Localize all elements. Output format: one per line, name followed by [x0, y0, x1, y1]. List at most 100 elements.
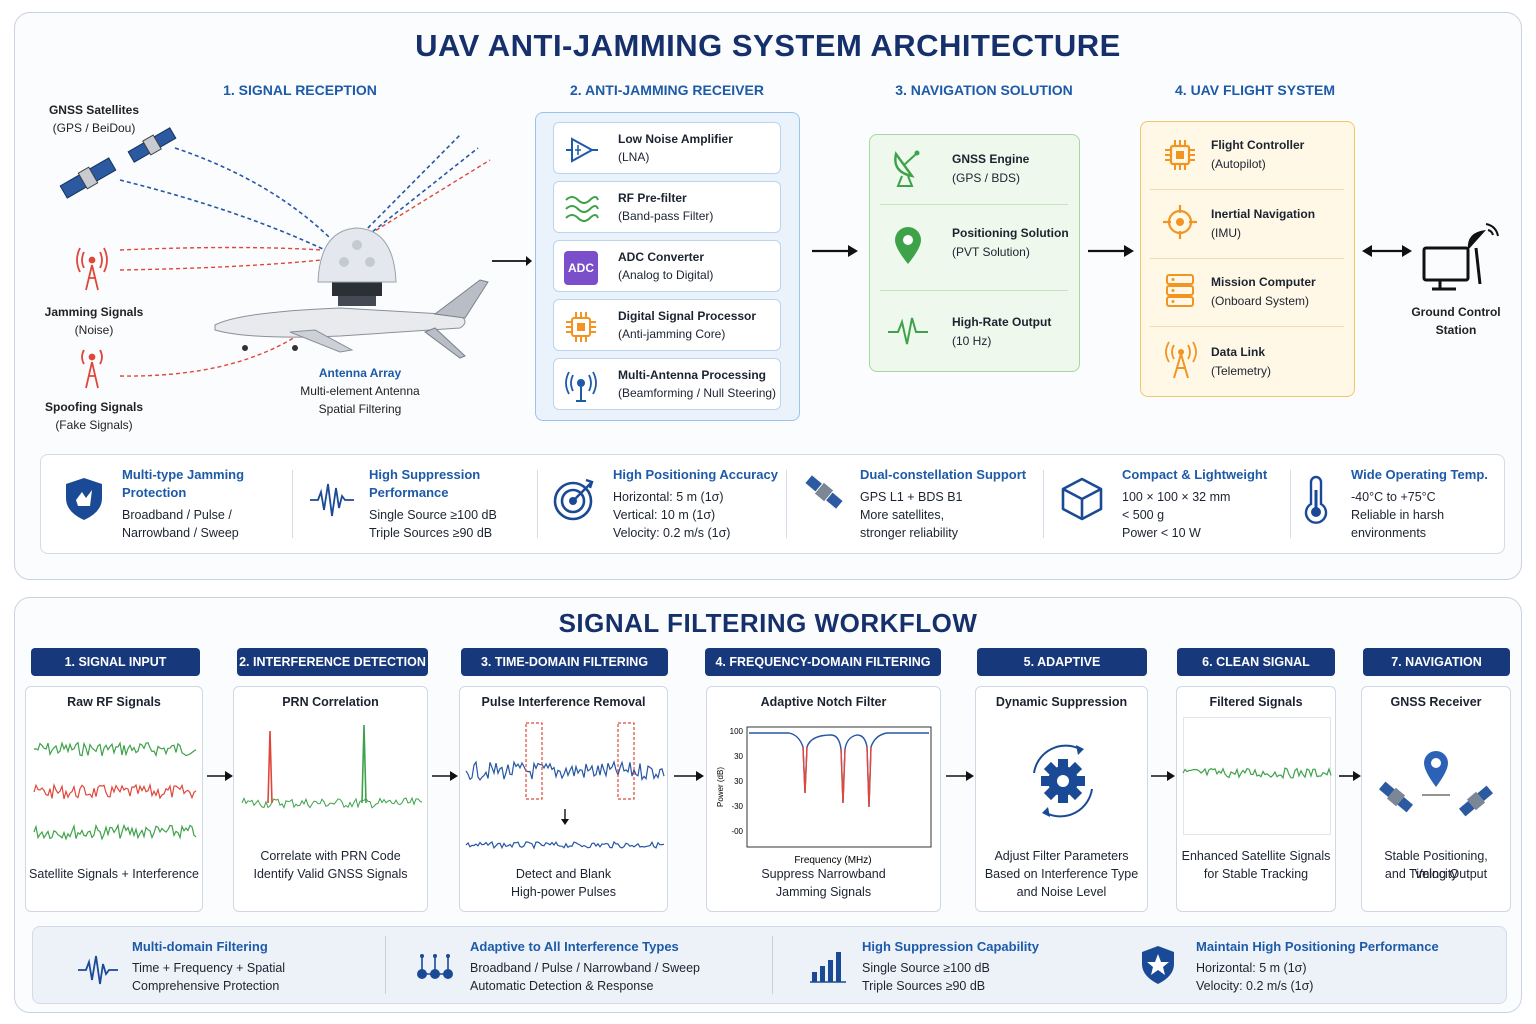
reception-illustration [59, 127, 491, 389]
antenna-icon [565, 371, 597, 402]
target-icon [553, 478, 594, 521]
signal-trace-green [33, 740, 197, 758]
divider [537, 470, 538, 538]
uav-drone-icon [214, 279, 489, 359]
signal-trace-blue [465, 760, 665, 782]
notch-response-curve [749, 732, 929, 808]
spoofing-signals-label: Spoofing Signals(Fake Signals) [45, 400, 143, 432]
arrow-icon [674, 771, 704, 781]
notch-filter-chart: 100 30 30 -30 -00 Power (dB) Frequency (… [716, 726, 932, 866]
ground-station-icon [1422, 223, 1499, 291]
workflow-card-gnss-receiver: GNSS Receiver Stable Positioning, Veloci… [1361, 686, 1511, 912]
x-axis-label: Frequency (MHz) [794, 855, 871, 866]
satellite-icon [127, 127, 177, 163]
server-icon [1166, 274, 1194, 307]
jamming-tower-icon [76, 247, 108, 291]
bar-chart-icon [810, 952, 846, 983]
cube-icon [1061, 477, 1103, 521]
jamming-signals-label: Jamming Signals(Noise) [44, 305, 144, 337]
arrow-icon [1151, 771, 1175, 781]
cpu-icon [1165, 140, 1195, 170]
filter-icon [565, 196, 599, 222]
workflow-card-prn-correlation: PRN Correlation Correlate with PRN Code … [233, 686, 428, 912]
feature-strip [40, 454, 1505, 554]
workflow-card-filtered-signals: Filtered Signals Enhanced Satellite Sign… [1176, 686, 1336, 912]
receiver-item-lna: Low Noise Amplifier (LNA) [553, 122, 781, 174]
receiver-item-rf-prefilter: RF Pre-filter (Band-pass Filter) [553, 181, 781, 233]
gnss-satellites-label: GNSS Satellites(GPS / BeiDou) [48, 103, 140, 135]
divider [1043, 470, 1044, 538]
filtered-signal-plot [1182, 767, 1332, 780]
workflow-card-pulse-removal: Pulse Interference Removal Detect and Bl… [459, 686, 668, 912]
y-tick: 100 [730, 727, 744, 736]
radio-tower-icon [1165, 341, 1197, 379]
arrow-icon [207, 771, 233, 781]
spoofing-tower-icon [81, 349, 103, 389]
receiver-item-dsp: Digital Signal Processor (Anti-jamming C… [553, 299, 781, 351]
divider [1150, 189, 1344, 190]
divider [880, 290, 1068, 291]
correlation-peak [267, 730, 273, 804]
notch-red [802, 746, 808, 794]
y-tick: -30 [731, 802, 743, 811]
y-axis-label: Power (dB) [716, 767, 725, 807]
workflow-tab-interference-detection: 2. INTERFERENCE DETECTION [237, 648, 428, 676]
workflow-title: SIGNAL FILTERING WORKFLOW [558, 608, 978, 638]
pulse-highlight [617, 722, 635, 800]
satellite-icon [59, 157, 117, 199]
shield-icon [66, 478, 102, 520]
waveform-icon [78, 955, 118, 985]
y-tick: 30 [734, 777, 743, 786]
workflow-tab-adaptive-suppression: 5. ADAPTIVE SUPPRESSION [977, 648, 1147, 697]
divider [1150, 326, 1344, 327]
signal-trace-red [33, 782, 197, 800]
arrow-icon [432, 771, 458, 781]
chip-icon [566, 312, 596, 342]
pulse-highlight [525, 722, 543, 800]
raw-rf-signals-plot [33, 740, 197, 841]
waveform-icon [310, 483, 354, 517]
gear-icon [1033, 744, 1093, 818]
divider [786, 470, 787, 538]
adc-icon: ADC [564, 251, 598, 285]
receiver-item-adc: ADC ADC Converter (Analog to Digital) [553, 240, 781, 292]
network-icon [417, 954, 453, 979]
prn-correlation-plot [241, 724, 423, 809]
thermometer-icon [1304, 475, 1328, 524]
bidirectional-arrow-icon [1362, 245, 1412, 257]
workflow-tab-signal-input: 1. SIGNAL INPUT [31, 648, 200, 676]
workflow-tab-clean-output: 6. CLEAN SIGNAL OUTPUT [1177, 648, 1335, 697]
shield-star-icon [1142, 946, 1174, 984]
map-pin-icon [895, 227, 921, 264]
workflow-tab-frequency-domain: 4. FREQUENCY-DOMAIN FILTERING [705, 648, 941, 676]
workflow-card-signal-input: Raw RF Signals Satellite Signals + Inter… [25, 686, 203, 912]
arrow-icon [946, 771, 974, 781]
arrow-icon [492, 256, 532, 266]
gnss-receiver-illustration [1378, 751, 1494, 817]
section-flight-heading: 4. UAV FLIGHT SYSTEM [1175, 82, 1335, 98]
satellite-icon [1378, 781, 1414, 813]
arrow-icon [1088, 245, 1134, 257]
workflow-tab-time-domain: 3. TIME-DOMAIN FILTERING [461, 648, 668, 676]
signal-trace-green [33, 823, 197, 841]
arrow-icon [1339, 771, 1361, 781]
divider [1150, 258, 1344, 259]
divider [385, 936, 386, 994]
pulse-icon [888, 317, 928, 345]
filtered-plot-frame [1183, 717, 1331, 835]
satellite-dish-icon [894, 150, 920, 187]
crosshair-icon [1163, 205, 1197, 239]
architecture-title: UAV ANTI-JAMMING SYSTEM ARCHITECTURE [415, 28, 1121, 63]
satellite-icon [805, 475, 843, 509]
section-receiver-heading: 2. ANTI-JAMMING RECEIVER [570, 82, 764, 98]
y-tick: 30 [734, 752, 743, 761]
antenna-dome-icon [317, 227, 397, 306]
section-reception-heading: 1. SIGNAL RECEPTION [223, 82, 377, 98]
divider [880, 204, 1068, 205]
notch-red [840, 748, 846, 804]
receiver-item-multi-antenna: Multi-Antenna Processing (Beamforming / … [553, 358, 781, 410]
divider [292, 470, 293, 538]
signal-trace-green [1182, 767, 1332, 780]
